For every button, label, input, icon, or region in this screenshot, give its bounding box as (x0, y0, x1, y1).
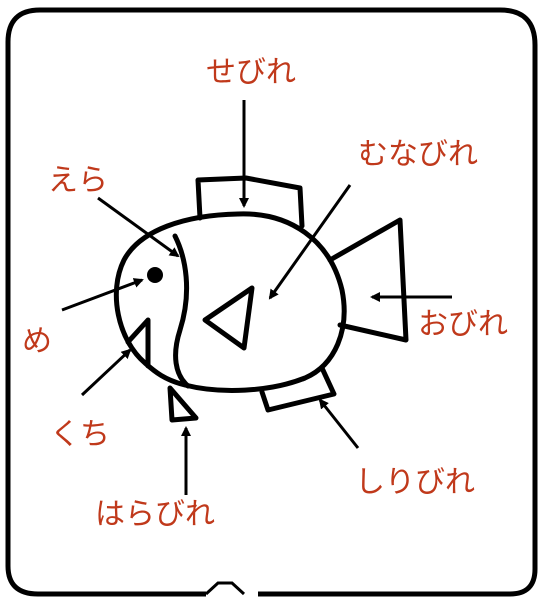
label-munabire: むなびれ (358, 140, 478, 170)
pectoral-fin (205, 288, 252, 348)
eye (147, 267, 163, 283)
label-obire: おびれ (418, 310, 508, 340)
dorsal-fin (198, 178, 302, 226)
pelvic-fin (170, 388, 196, 420)
label-shiribire: しりびれ (355, 468, 475, 498)
arrow-me (62, 280, 142, 310)
label-era: えら (48, 166, 108, 196)
label-harabire: はらびれ (95, 500, 215, 530)
arrow-shiribire (320, 400, 358, 448)
gill-line (175, 236, 188, 386)
arrow-kuchi (82, 350, 130, 395)
label-kuchi: くち (50, 420, 110, 450)
label-me: め (22, 327, 52, 357)
speech-tail (206, 583, 244, 594)
label-sebire: せびれ (206, 58, 296, 88)
